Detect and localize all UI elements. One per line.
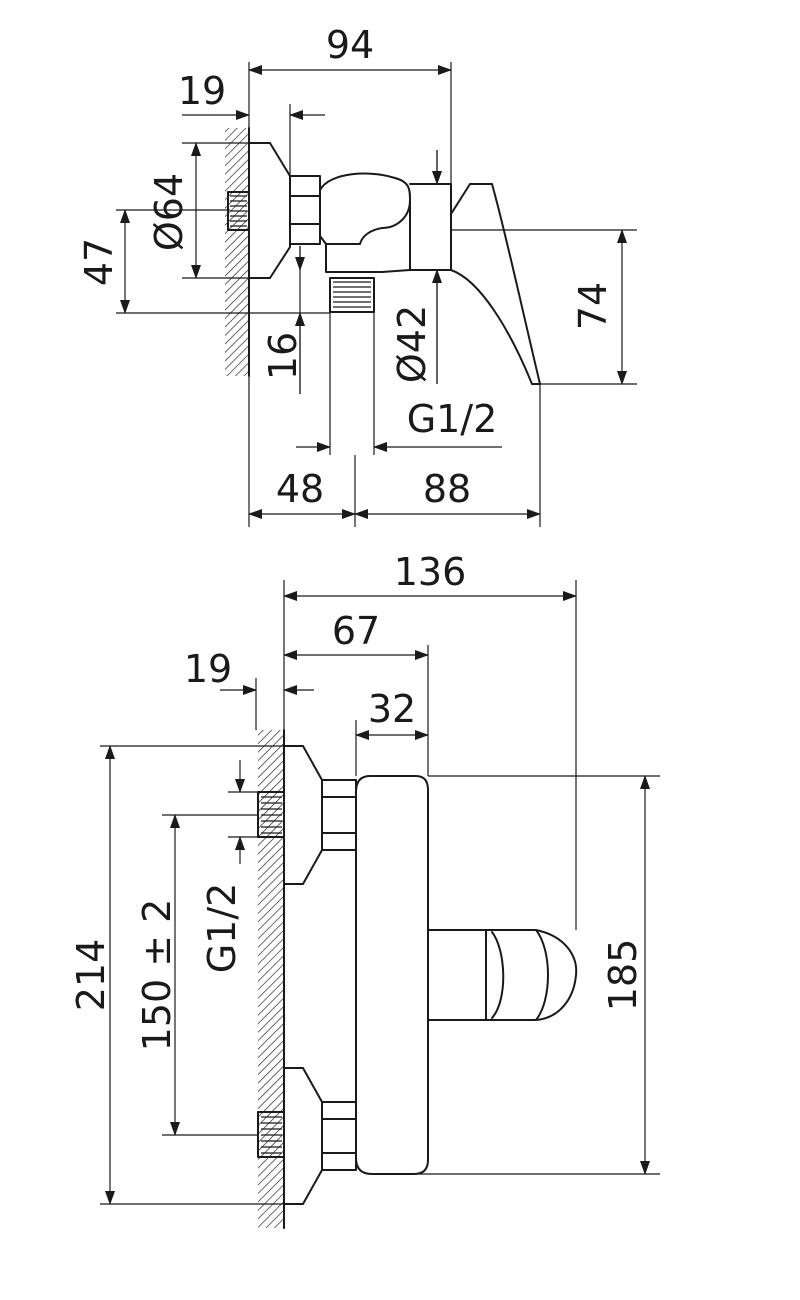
wall-hatch-front xyxy=(258,730,284,1228)
lever-front xyxy=(427,929,578,1021)
rosette-side xyxy=(248,142,291,279)
mixer-body-side xyxy=(409,183,452,271)
union-body-side xyxy=(319,172,411,245)
dim-lines-front xyxy=(105,591,650,1205)
wall-hatch-side xyxy=(225,128,249,376)
dim-label-16: 16 xyxy=(261,332,305,380)
side-view: 94 19 Ø64 47 16 Ø42 74 G1/2 48 88 xyxy=(77,23,637,527)
dim-label-150: 150 ± 2 xyxy=(135,899,179,1052)
dim-label-19-side: 19 xyxy=(178,69,226,113)
front-view: 136 67 32 19 G1/2 150 ± 2 214 185 xyxy=(69,550,660,1229)
mixer-body-front xyxy=(355,775,429,1175)
dim-label-74: 74 xyxy=(571,282,615,330)
dim-label-32: 32 xyxy=(368,687,416,731)
outlet-thread-side xyxy=(329,277,375,313)
dim-label-214: 214 xyxy=(69,939,113,1012)
hex-nut-side xyxy=(289,175,321,245)
dim-label-136: 136 xyxy=(394,550,467,594)
dim-label-185: 185 xyxy=(601,939,645,1012)
dim-label-19-front: 19 xyxy=(184,647,232,691)
dim-label-94: 94 xyxy=(326,23,374,67)
dim-lines-side xyxy=(120,65,627,519)
dim-label-diam-42: Ø42 xyxy=(390,305,434,383)
dim-label-88: 88 xyxy=(423,467,471,511)
inlet-thread-side xyxy=(227,191,250,231)
lever-side xyxy=(450,183,541,385)
union-arm-side xyxy=(325,199,411,273)
dim-label-48: 48 xyxy=(276,467,324,511)
dim-label-47: 47 xyxy=(77,238,121,286)
dim-label-diam-64: Ø64 xyxy=(147,173,191,251)
dim-label-g12-front: G1/2 xyxy=(200,883,244,974)
dim-label-g12-side: G1/2 xyxy=(407,397,498,441)
dim-label-67: 67 xyxy=(332,609,380,653)
extension-lines-side xyxy=(116,62,637,527)
